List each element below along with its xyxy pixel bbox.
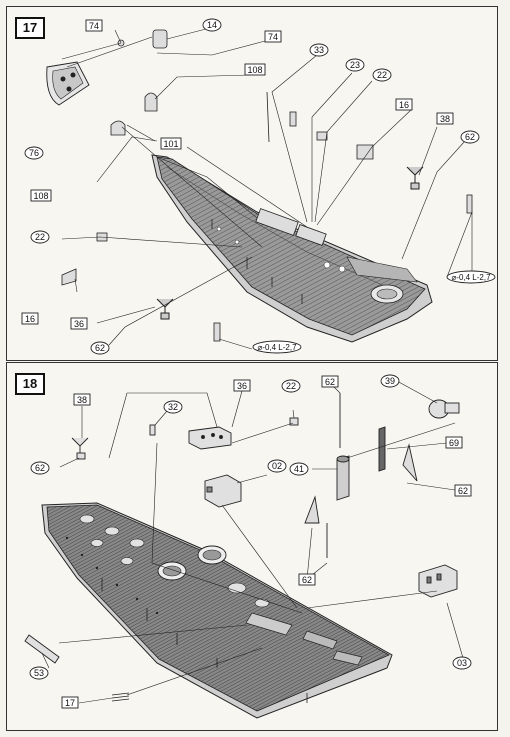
svg-text:38: 38 <box>77 395 87 405</box>
svg-text:53: 53 <box>34 668 44 678</box>
svg-text:74: 74 <box>268 32 278 42</box>
svg-text:32: 32 <box>168 402 178 412</box>
callout-62-bottom: 62 <box>298 573 316 586</box>
step-18-panel: 18 <box>6 362 498 731</box>
callout-38: 38 <box>73 393 91 406</box>
callout-62-right: 62 <box>454 484 472 497</box>
callout-62-left: 62 <box>30 461 50 475</box>
svg-text:74: 74 <box>89 21 99 31</box>
svg-text:23: 23 <box>350 60 360 70</box>
svg-text:38: 38 <box>440 114 450 124</box>
step-number: 18 <box>15 373 45 395</box>
svg-text:16: 16 <box>25 314 35 324</box>
svg-text:⌀-0,4 L-2,7: ⌀-0,4 L-2,7 <box>451 273 491 282</box>
callout-108-top: 108 <box>244 63 266 76</box>
callout-53: 53 <box>29 666 49 680</box>
svg-text:02: 02 <box>272 461 282 471</box>
callout-62-top: 62 <box>321 375 339 388</box>
callout-23: 23 <box>345 58 365 72</box>
svg-text:03: 03 <box>457 658 467 668</box>
callout-16-right: 16 <box>395 98 413 111</box>
callout-22-left: 22 <box>30 230 50 244</box>
callout-41: 41 <box>289 462 309 476</box>
svg-text:41: 41 <box>294 464 304 474</box>
callout-69: 69 <box>445 436 463 449</box>
callout-62-right: 62 <box>460 130 480 144</box>
leader-lines-18 <box>41 380 464 704</box>
svg-text:22: 22 <box>35 232 45 242</box>
hull-bow-section <box>151 154 433 343</box>
svg-text:22: 22 <box>286 381 296 391</box>
callout-76: 76 <box>24 146 44 160</box>
svg-text:62: 62 <box>95 343 105 353</box>
crane-fittings <box>156 166 424 320</box>
svg-text:17: 17 <box>65 698 75 708</box>
callout-14: 14 <box>202 18 222 32</box>
callout-36: 36 <box>233 379 251 392</box>
svg-text:16: 16 <box>399 100 409 110</box>
svg-text:69: 69 <box>449 438 459 448</box>
svg-text:101: 101 <box>163 139 178 149</box>
callout-108-left: 108 <box>30 189 52 202</box>
callout-17: 17 <box>61 696 79 709</box>
callout-16-left: 16 <box>21 312 39 325</box>
svg-text:62: 62 <box>465 132 475 142</box>
leader-lines <box>61 28 473 350</box>
callout-74-right: 74 <box>264 30 282 43</box>
callout-62-left: 62 <box>90 341 110 355</box>
callout-22: 22 <box>281 379 301 393</box>
step-number: 17 <box>15 17 45 39</box>
callout-38: 38 <box>436 112 454 125</box>
hull-midship-section <box>41 502 393 719</box>
svg-text:62: 62 <box>458 486 468 496</box>
callout-32: 32 <box>163 400 183 414</box>
svg-text:62: 62 <box>325 377 335 387</box>
callout-22-right: 22 <box>372 68 392 82</box>
callout-101: 101 <box>160 137 182 150</box>
callout-33: 33 <box>309 43 329 57</box>
dimension-callout-right: ⌀-0,4 L-2,7 <box>446 270 496 284</box>
loose-parts-18 <box>24 393 460 702</box>
callout-02: 02 <box>267 459 287 473</box>
svg-text:36: 36 <box>237 381 247 391</box>
callout-74-top: 74 <box>85 19 103 32</box>
step-17-panel: 17 <box>6 6 498 361</box>
callout-03: 03 <box>452 656 472 670</box>
dimension-callout-bottom: ⌀-0,4 L-2,7 <box>252 340 302 354</box>
svg-text:36: 36 <box>74 319 84 329</box>
svg-text:14: 14 <box>207 20 217 30</box>
callout-36: 36 <box>70 317 88 330</box>
step-18-diagram: 38 36 22 62 39 32 69 62 02 41 <box>24 374 472 719</box>
svg-text:108: 108 <box>33 191 48 201</box>
step-17-diagram: 74 14 74 33 23 22 108 16 38 62 <box>21 18 496 355</box>
svg-text:39: 39 <box>385 376 395 386</box>
svg-text:62: 62 <box>35 463 45 473</box>
svg-text:33: 33 <box>314 45 324 55</box>
svg-text:108: 108 <box>247 65 262 75</box>
svg-text:22: 22 <box>377 70 387 80</box>
svg-text:76: 76 <box>29 148 39 158</box>
callout-39: 39 <box>380 374 400 388</box>
svg-text:⌀-0,4 L-2,7: ⌀-0,4 L-2,7 <box>257 343 297 352</box>
small-fittings <box>61 29 473 342</box>
svg-text:62: 62 <box>302 575 312 585</box>
lifeboat-part <box>46 61 90 106</box>
